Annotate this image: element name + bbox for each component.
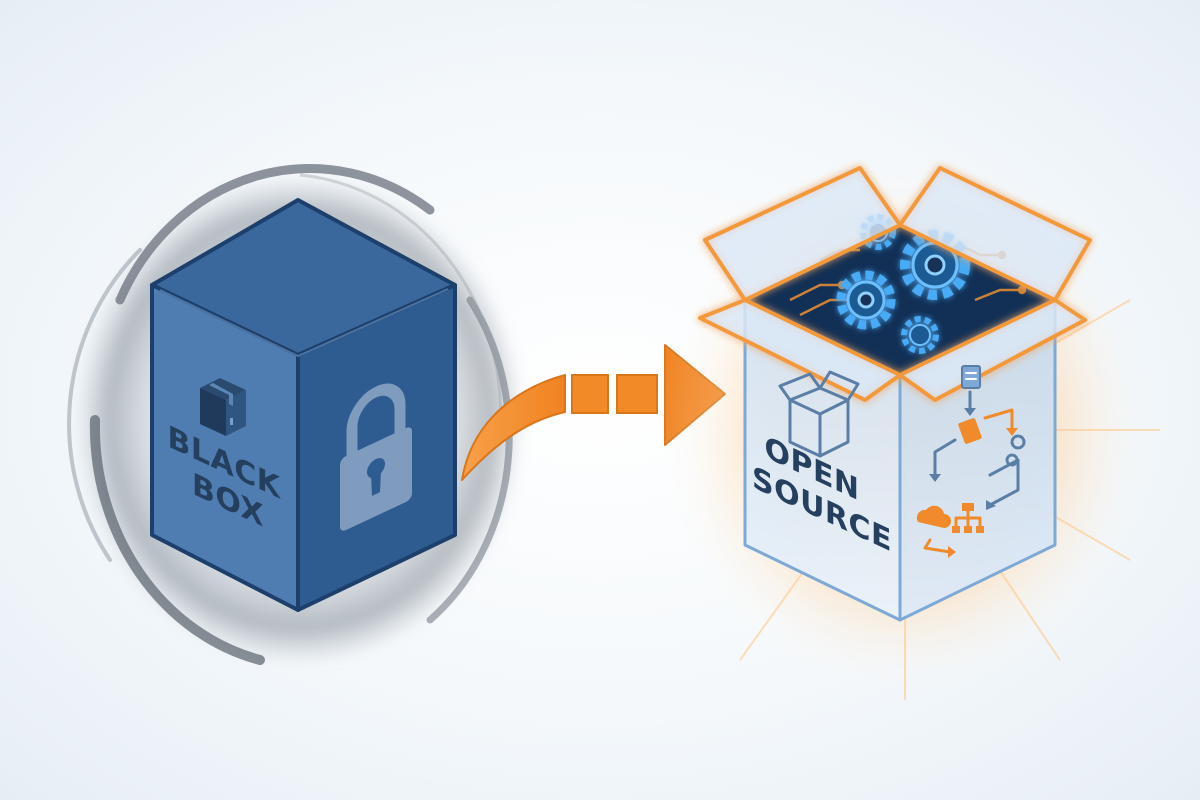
hierarchy-icon [952, 503, 984, 533]
black-box-cube [150, 198, 457, 612]
workflow-icon [916, 365, 1026, 558]
black-box-group: BLACK BOX [67, 164, 525, 665]
open-box-icon [778, 370, 860, 458]
padlock-icon [340, 383, 412, 531]
box-flaps [698, 166, 1092, 402]
box-icon [200, 378, 246, 436]
open-source-box-group: OPEN SOURCE [655, 160, 1160, 700]
cloud-icon [916, 505, 951, 528]
document-icon [961, 365, 981, 389]
